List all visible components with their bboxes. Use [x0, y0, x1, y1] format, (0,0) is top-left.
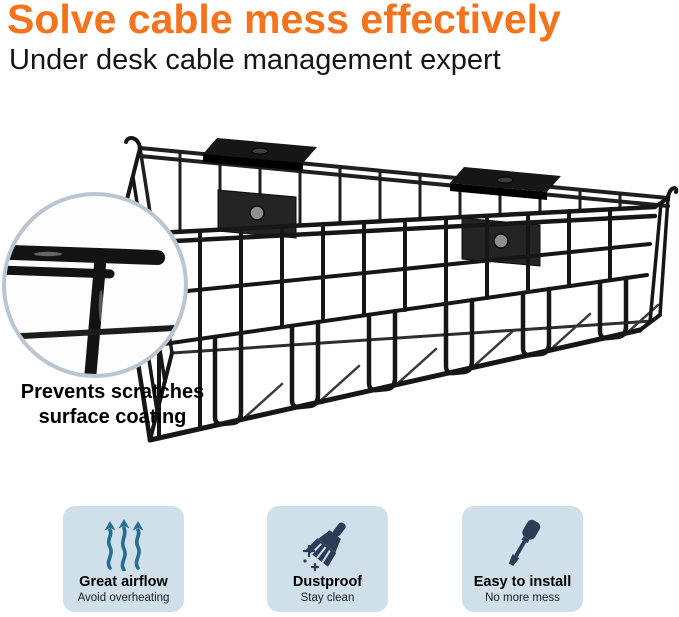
subheadline: Under desk cable management expert	[9, 44, 501, 76]
callout-caption: Prevents scratches surface coating	[5, 380, 220, 430]
mounting-bracket-top-bars	[203, 138, 561, 200]
screwdriver-icon	[508, 519, 540, 567]
bracket-screw-hole	[493, 233, 509, 249]
callout-caption-line2: surface coating	[38, 406, 187, 428]
feature-sublabel: No more mess	[485, 592, 560, 604]
zoom-callout-circle	[2, 192, 188, 378]
feature-label: Easy to install	[473, 574, 572, 590]
bracket-screw-hole	[249, 205, 265, 221]
feature-label: Great airflow	[79, 574, 168, 590]
feature-card-airflow: Great airflow Avoid overheating	[63, 506, 184, 612]
feature-card-install: Easy to install No more mess	[462, 506, 583, 612]
feature-sublabel: Stay clean	[300, 592, 355, 604]
headline: Solve cable mess effectively	[7, 0, 561, 42]
brush-icon	[302, 522, 346, 571]
feature-label: Dustproof	[292, 574, 363, 590]
sparkle-icon	[302, 544, 319, 571]
feature-card-dustproof: Dustproof Stay clean	[267, 506, 388, 612]
wire-closeup-illustration	[6, 244, 184, 374]
airflow-arrows-icon	[104, 519, 143, 571]
callout-caption-line1: Prevents scratches	[20, 381, 205, 403]
feature-sublabel: Avoid overheating	[77, 592, 170, 604]
hanging-hooks	[124, 136, 679, 202]
